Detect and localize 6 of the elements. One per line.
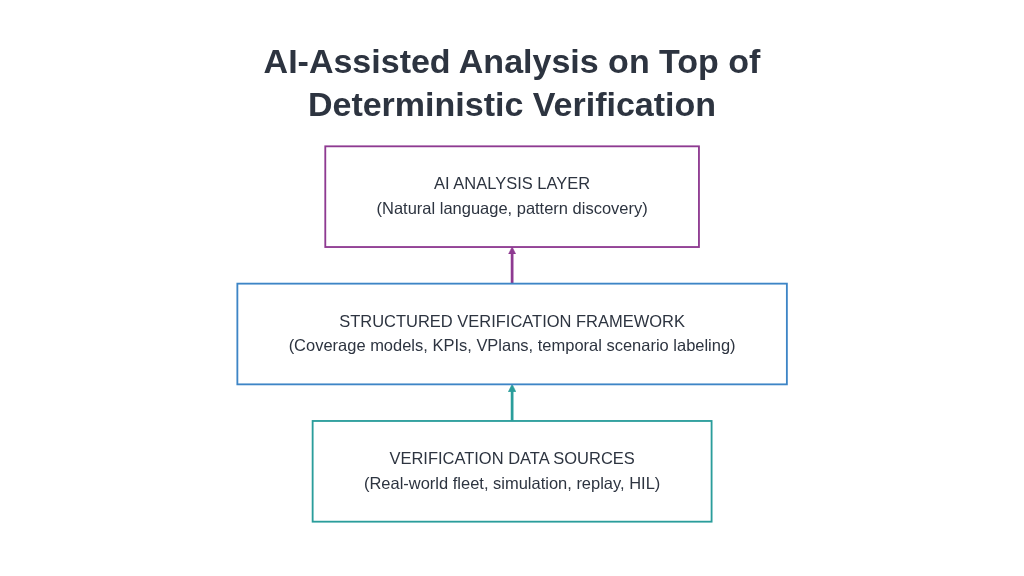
- node-box: AI ANALYSIS LAYER (Natural language, pattern discovery): [324, 145, 700, 248]
- node-box: VERIFICATION DATA SOURCES (Real-world fleet, simulation, replay, HIL): [311, 420, 713, 523]
- diagram-title: AI-Assisted Analysis on Top of Deterministic Verification: [262, 41, 762, 125]
- node-box: STRUCTURED VERIFICATION FRAMEWORK (Coverage models, KPIs, VPlans, temporal scenario labeling): [236, 282, 788, 386]
- arrow: [507, 246, 516, 284]
- arrow: [507, 384, 516, 421]
